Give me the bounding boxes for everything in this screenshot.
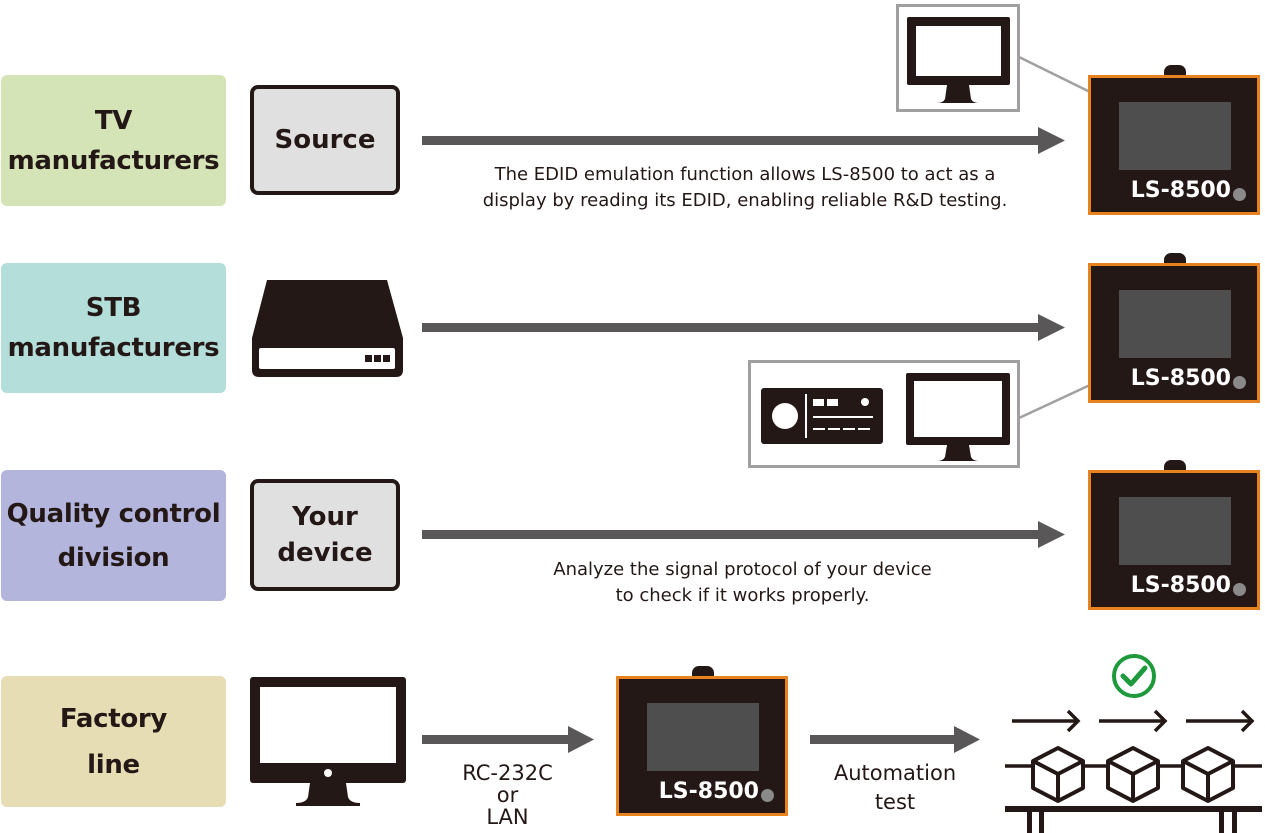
device-body: LS-8500 [1088,263,1260,403]
your-device-box: Your device [250,479,400,591]
display-callout [896,4,1020,112]
source-box: Source [250,85,400,195]
signal-arrow [422,521,1065,548]
device-screen [1119,290,1231,358]
source-label-line1: Your [292,502,358,532]
category-label-line1: Quality control [6,498,221,529]
pc-monitor-icon [250,677,406,806]
category-label-line2: manufacturers [7,145,220,176]
device-body: LS-8500 [1088,75,1260,215]
description-line2: to check if it works properly. [615,585,870,606]
device-label: LS-8500 [1130,366,1231,391]
ls-8500-device: LS-8500 [1088,253,1260,403]
category-label-line2: manufacturers [7,333,220,363]
callout-connector [1018,383,1091,420]
connection-line1: RC-232C [462,761,553,785]
device-led [1233,583,1246,596]
category-quality-control: Quality control division [1,470,226,601]
automation-label: Automation test [810,759,980,817]
conveyor-belt-icon [1005,709,1262,833]
monitor-icon [906,373,1010,461]
device-screen [647,703,759,771]
device-body: LS-8500 [1088,470,1260,610]
description-line1: The EDID emulation function allows LS-85… [494,164,996,185]
device-label: LS-8500 [658,779,759,804]
monitor-icon [907,17,1010,103]
source-label: Source [274,125,376,155]
category-label-line1: TV [94,105,133,136]
device-screen [1119,497,1231,565]
signal-arrow [422,127,1065,154]
connection-line2: or [496,783,519,807]
signal-arrow [810,726,980,753]
ls-8500-device: LS-8500 [1088,460,1260,610]
signal-arrow [422,314,1065,341]
connection-label: RC-232C or LAN [440,762,575,828]
edid-description: The EDID emulation function allows LS-85… [415,162,1075,214]
ls-8500-device: LS-8500 [616,666,788,816]
automation-line2: test [874,790,916,814]
device-led [1233,376,1246,389]
av-receiver-icon [761,388,883,444]
device-led [761,789,774,802]
device-label: LS-8500 [1130,178,1231,203]
description-line1: Analyze the signal protocol of your devi… [553,559,932,580]
protocol-description: Analyze the signal protocol of your devi… [490,557,995,609]
category-label-line2: division [57,542,170,573]
device-label: LS-8500 [1130,573,1231,598]
connection-line3: LAN [486,805,529,829]
check-circle-icon [1112,654,1156,698]
category-factory-line: Factory line [1,676,226,807]
display-callout [748,360,1020,468]
category-stb-manufacturers: STB manufacturers [1,263,226,393]
category-label-line2: line [87,749,140,780]
set-top-box-icon [252,280,403,377]
ls-8500-device: LS-8500 [1088,65,1260,215]
device-screen [1119,102,1231,170]
category-tv-manufacturers: TV manufacturers [1,75,226,206]
automation-line1: Automation [833,761,957,785]
category-label-line1: STB [85,293,142,323]
signal-arrow [422,726,594,753]
device-led [1233,188,1246,201]
category-label-line1: Factory [59,703,168,734]
callout-connector [1018,55,1091,94]
device-body: LS-8500 [616,676,788,816]
source-label-line2: device [277,538,373,568]
description-line2: display by reading its EDID, enabling re… [482,190,1008,211]
